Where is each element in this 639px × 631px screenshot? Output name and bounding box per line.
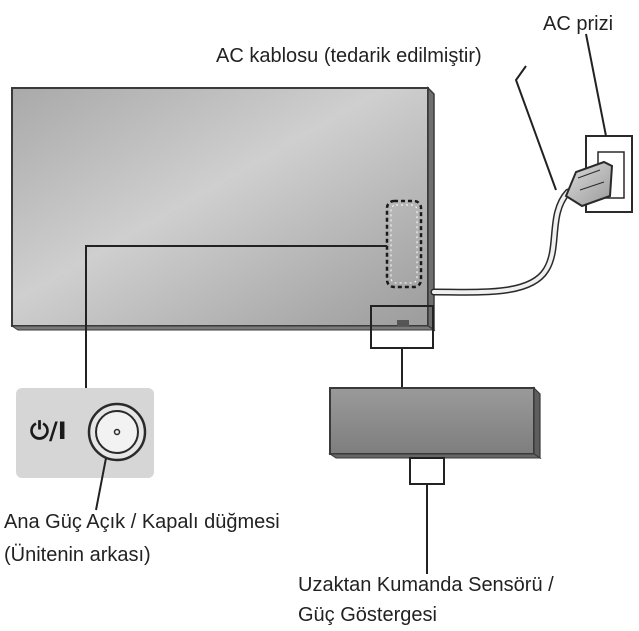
sensor-unit-enlarged (328, 386, 542, 485)
power-indicator-label: Güç Göstergesi (298, 604, 437, 626)
power-button-leader-line (85, 245, 387, 388)
ac-cable-leader-line (514, 65, 557, 191)
power-button-location-highlight (385, 199, 423, 289)
main-power-switch-label: Ana Güç Açık / Kapalı düğmesi (4, 511, 280, 533)
power-button-panel (16, 388, 154, 478)
power-label-leader (95, 457, 107, 511)
ac-outlet-label: AC prizi (543, 13, 614, 35)
ac-outlet-leader-line (585, 33, 607, 137)
display-back (10, 86, 436, 332)
sensor-window (409, 457, 445, 485)
ac-plug (564, 160, 614, 208)
ac-cable (430, 188, 572, 296)
remote-sensor-label: Uzaktan Kumanda Sensörü / (298, 574, 554, 596)
main-power-switch-sublabel: (Ünitenin arkası) (4, 544, 151, 566)
ac-cable-label: AC kablosu (tedarik edilmiştir) (216, 45, 482, 67)
power-standby-icon: ⏻/I (30, 417, 67, 445)
